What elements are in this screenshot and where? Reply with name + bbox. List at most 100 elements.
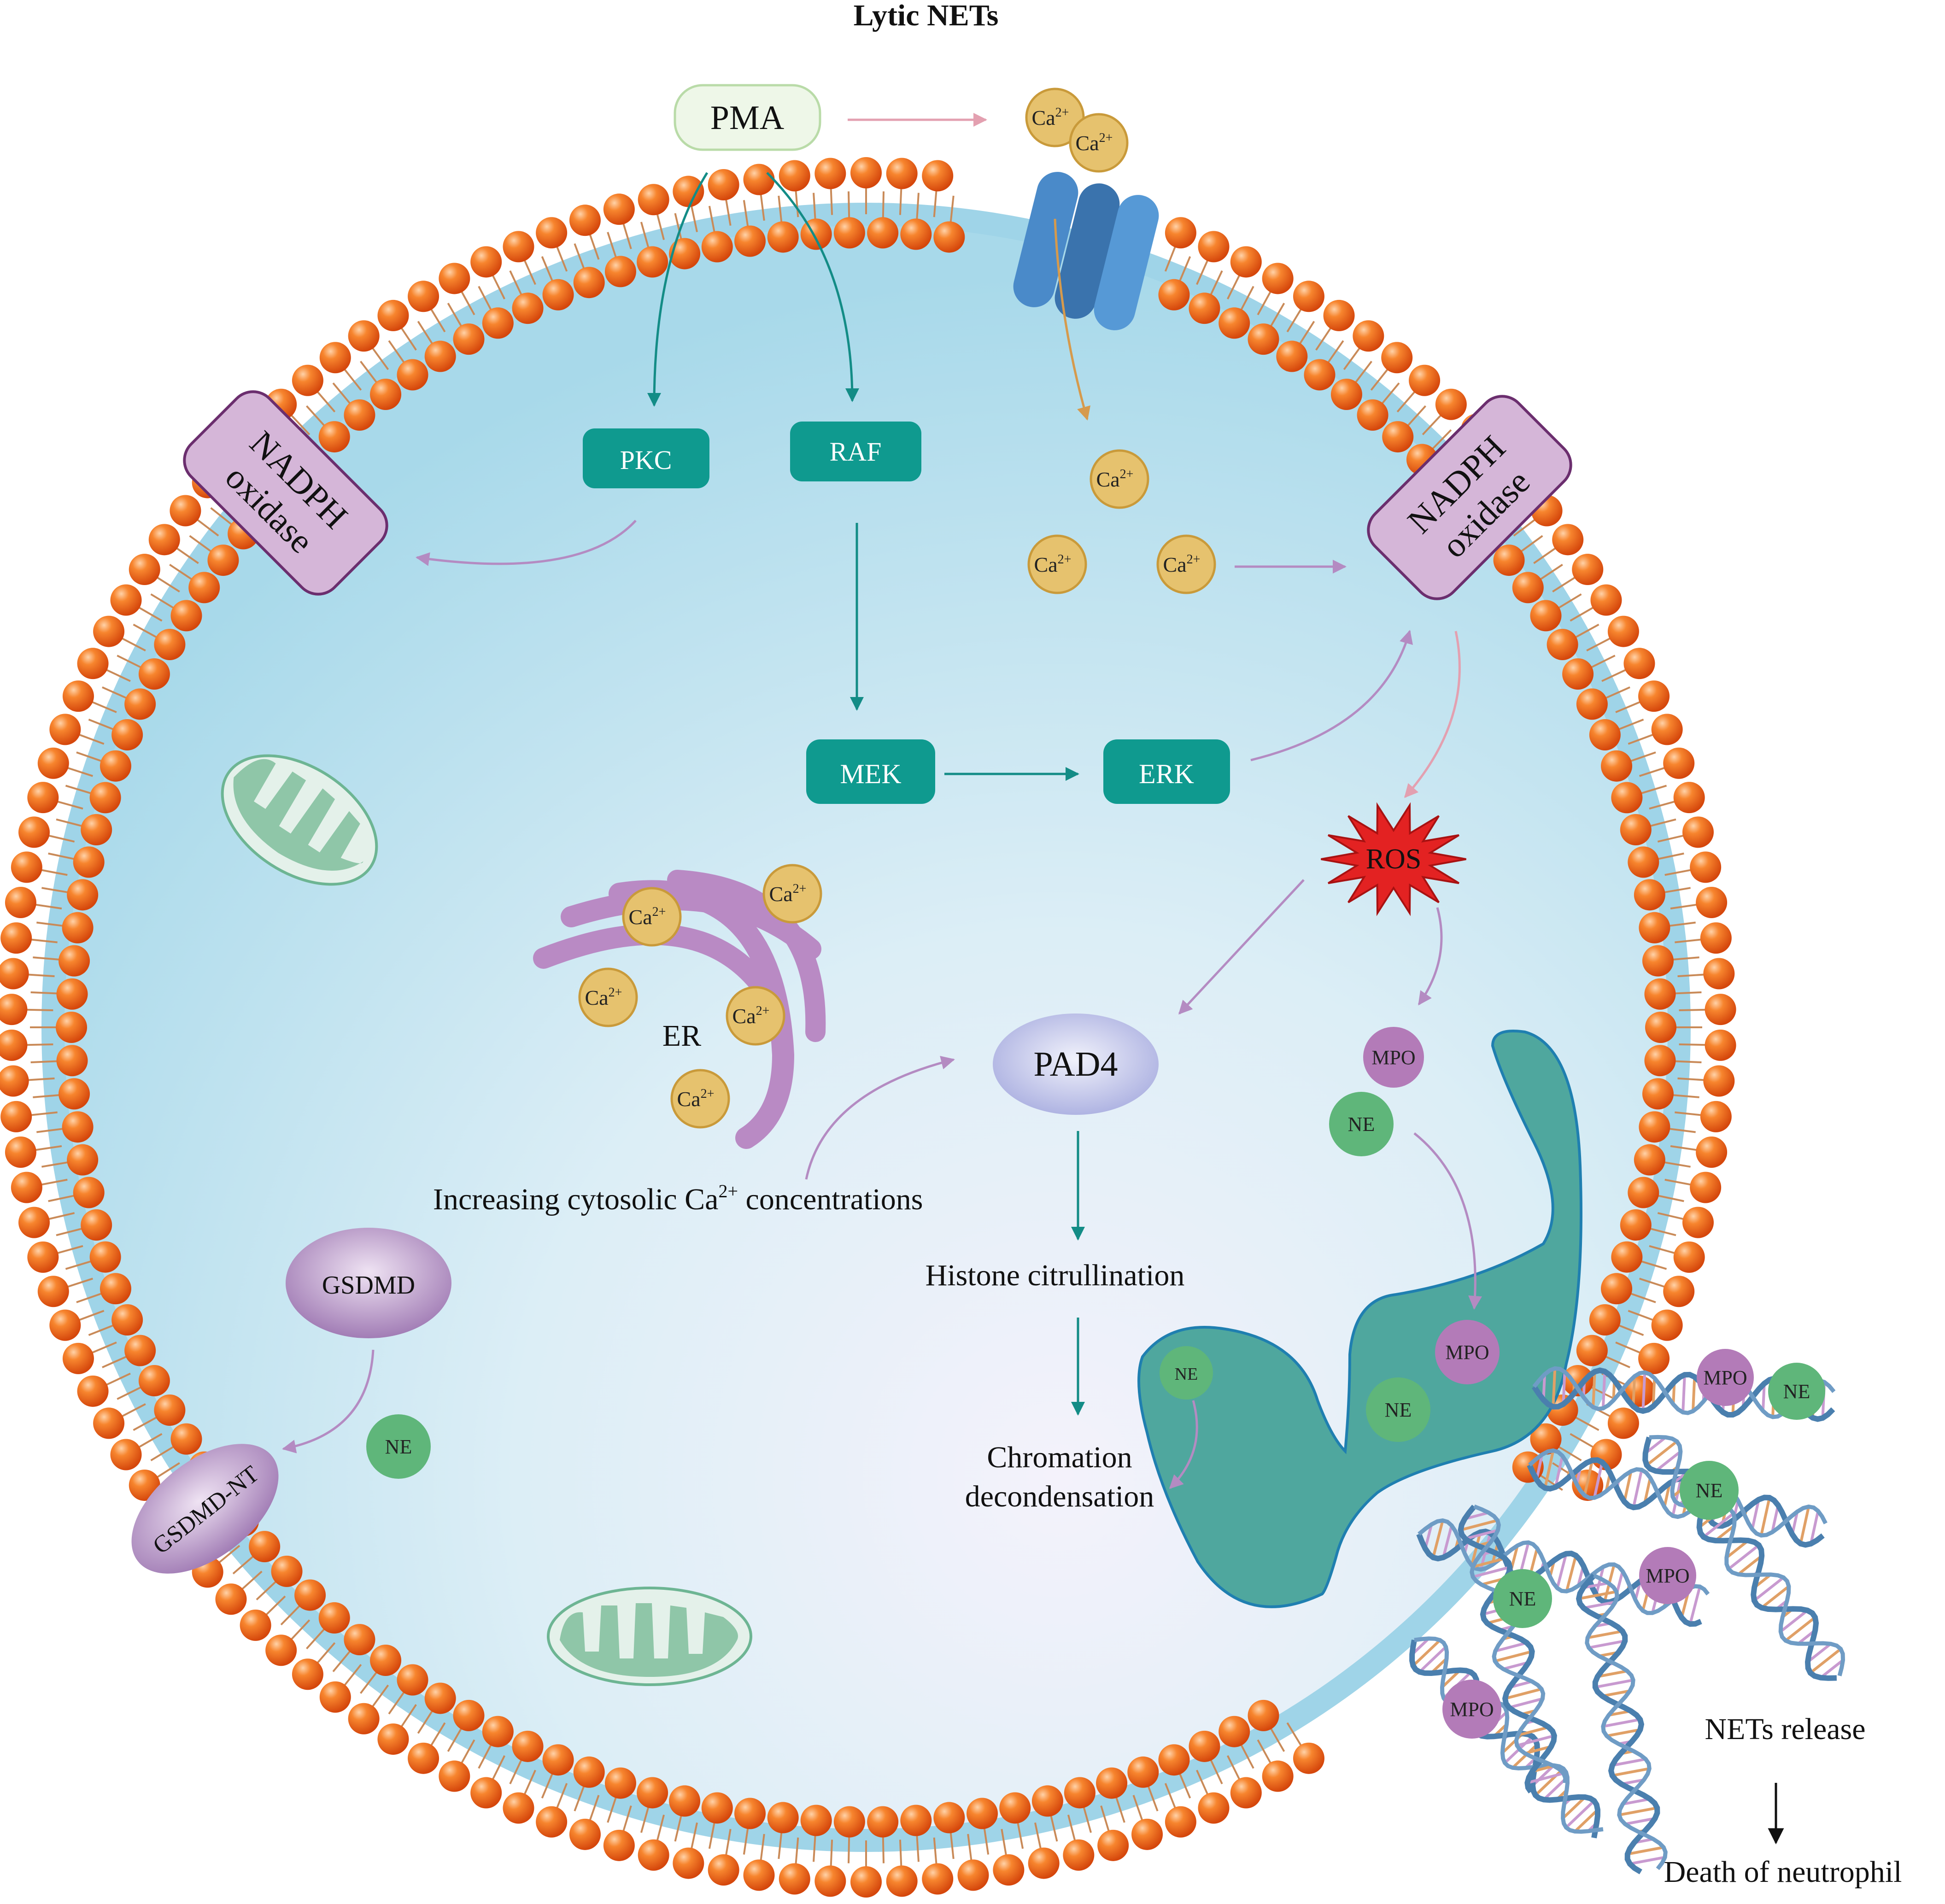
- calcium-ion-base: Ca: [1034, 553, 1058, 576]
- lipid-head: [62, 1111, 94, 1142]
- lipid-head: [1127, 1757, 1159, 1788]
- dna-base-pair: [1801, 1506, 1809, 1543]
- lipid-head: [779, 160, 810, 192]
- lipid-head: [1696, 1137, 1727, 1168]
- ne-label: NE: [1348, 1113, 1375, 1136]
- lipid-head: [149, 524, 180, 555]
- lipid-head: [1382, 421, 1413, 452]
- calcium-ion-sup: 2+: [701, 1087, 715, 1101]
- lipid-head: [734, 1798, 766, 1829]
- lipid-head: [744, 164, 775, 195]
- calcium-ion-base: Ca: [1032, 106, 1055, 129]
- ne-label: NE: [1385, 1399, 1412, 1421]
- lipid-head: [1165, 217, 1196, 248]
- lipid-head: [453, 1700, 485, 1731]
- lipid-head: [669, 1785, 700, 1816]
- lipid-head: [90, 782, 121, 813]
- cytosolic-pre: Increasing cytosolic Ca: [433, 1183, 718, 1216]
- lipid-head: [1645, 1012, 1676, 1043]
- lipid-head: [5, 1137, 36, 1168]
- ne-label: NE: [1696, 1479, 1723, 1502]
- lipid-head: [73, 1177, 105, 1208]
- lipid-head: [27, 782, 59, 813]
- lipid-head: [49, 714, 81, 745]
- lipid-head: [850, 157, 882, 188]
- lipid-head: [1357, 399, 1388, 431]
- ne-granule: NE: [1160, 1346, 1213, 1400]
- lipid-head: [886, 158, 918, 189]
- lipid-head: [348, 1703, 380, 1734]
- lipid-head: [1638, 680, 1670, 712]
- mpo-label: MPO: [1445, 1341, 1489, 1364]
- lipid-head: [77, 648, 109, 679]
- lipid-head: [0, 994, 27, 1025]
- pkc-label: PKC: [620, 445, 672, 475]
- lipid-head: [56, 1012, 87, 1043]
- lipid-head: [1331, 379, 1362, 410]
- lipid-head: [73, 846, 105, 878]
- lipid-head: [1530, 600, 1562, 631]
- lipid-head: [734, 226, 766, 257]
- lipid-head: [1623, 648, 1655, 679]
- ne-granule: NE: [1768, 1363, 1825, 1420]
- lipid-head: [18, 816, 50, 848]
- lipid-head: [1512, 572, 1544, 603]
- lipid-head: [370, 1645, 401, 1676]
- chromatin-line2: decondensation: [965, 1480, 1154, 1513]
- lipid-head: [933, 221, 965, 252]
- lipid-head: [999, 1792, 1031, 1823]
- calcium-ion-sup: 2+: [652, 905, 666, 919]
- dna-base-pair: [1603, 1371, 1605, 1408]
- mpo-granule: MPO: [1697, 1349, 1754, 1406]
- lipid-head: [536, 1806, 567, 1838]
- lipid-head: [1608, 616, 1639, 647]
- calcium-ion-base: Ca: [1076, 131, 1099, 155]
- lipid-head: [1628, 1177, 1659, 1208]
- lipid-head: [377, 1723, 409, 1755]
- lipid-head: [637, 1777, 668, 1808]
- lipid-head: [1601, 1273, 1632, 1304]
- lipid-head: [1576, 1335, 1608, 1366]
- pma-label: PMA: [710, 99, 784, 137]
- lipid-head: [1165, 1806, 1196, 1838]
- lipid-head: [0, 1101, 32, 1132]
- ne-granule: NE: [1680, 1461, 1739, 1520]
- lipid-head: [543, 1744, 574, 1775]
- lipid-head: [1276, 341, 1307, 372]
- dna-base-pair: [1634, 1470, 1642, 1507]
- lipid-head: [1700, 1101, 1732, 1132]
- lipid-head: [1097, 1830, 1129, 1861]
- lipid-head: [81, 1209, 112, 1241]
- mpo-label: MPO: [1646, 1564, 1689, 1587]
- lipid-head: [0, 922, 32, 954]
- lipid-head: [62, 912, 94, 943]
- diagram-title: Lytic NETs: [854, 0, 999, 32]
- lipid-head: [59, 1078, 90, 1109]
- lipid-head: [922, 160, 953, 192]
- lipid-head: [397, 1664, 428, 1695]
- dna-base-pair: [1761, 1498, 1769, 1535]
- lipid-head: [1189, 1731, 1220, 1762]
- calcium-ion-sup: 2+: [793, 882, 807, 896]
- lipid-head: [1611, 782, 1642, 813]
- lipid-head: [1293, 1743, 1324, 1774]
- lipid-head: [344, 399, 375, 431]
- lipid-head: [1064, 1777, 1096, 1808]
- lipid-head: [67, 1144, 98, 1176]
- lipid-head: [38, 748, 69, 779]
- lipid-head: [543, 279, 574, 310]
- calcium-ion-sup: 2+: [609, 985, 622, 1000]
- lipid-head: [271, 1556, 303, 1587]
- lipid-head: [1381, 342, 1412, 373]
- lipid-head: [470, 246, 502, 277]
- lipid-head: [482, 1716, 514, 1747]
- calcium-ion-base: Ca: [769, 882, 793, 906]
- lipid-head: [319, 421, 350, 452]
- ne-label: NE: [385, 1435, 412, 1458]
- lipid-head: [1572, 554, 1603, 585]
- calcium-ion: Ca2+: [1091, 451, 1148, 508]
- lipid-head: [470, 1777, 502, 1809]
- lipid-head: [1552, 524, 1583, 555]
- lipid-head: [292, 365, 323, 396]
